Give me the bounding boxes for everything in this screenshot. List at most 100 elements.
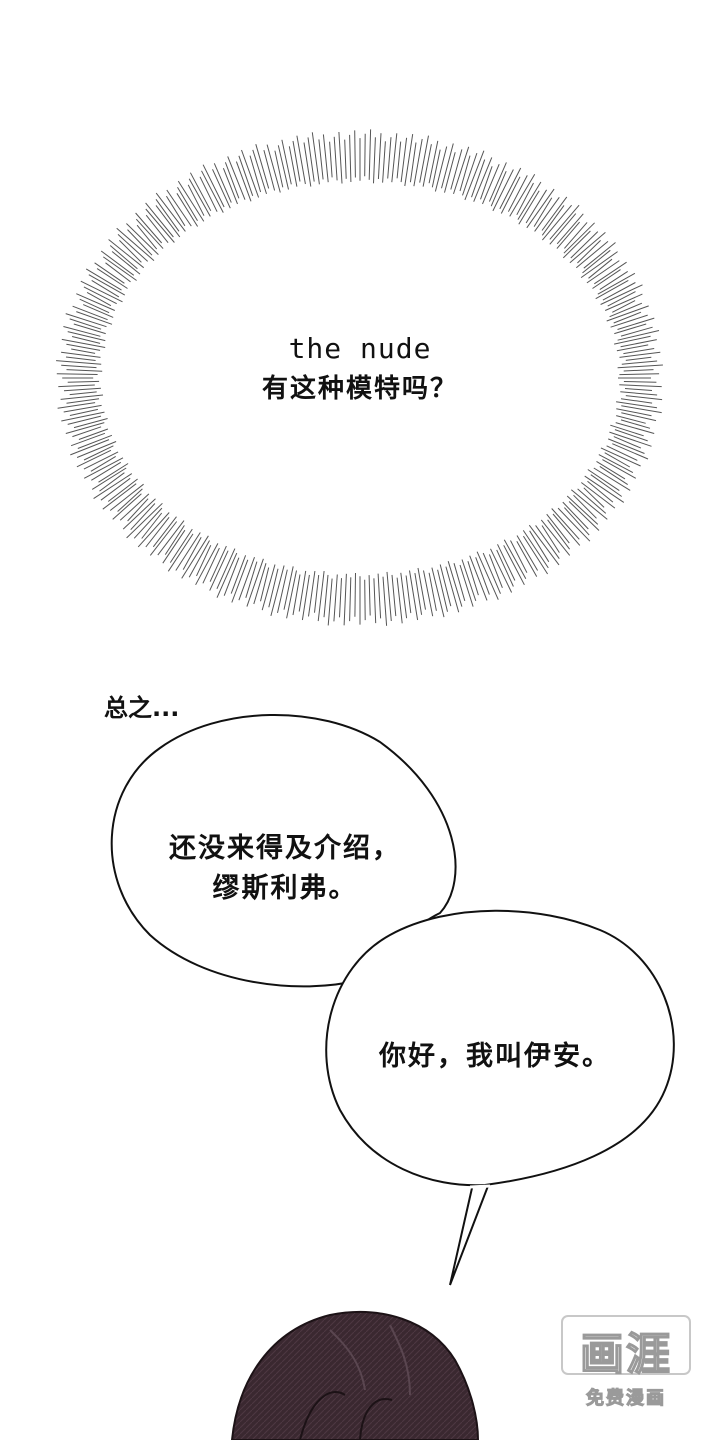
burst-hatch-line (176, 193, 199, 227)
burst-hatch-line (387, 137, 392, 179)
burst-hatch-line (266, 144, 281, 193)
character-head (230, 1311, 480, 1440)
burst-hatch-line (201, 170, 224, 213)
burst-hatch-line (56, 373, 98, 375)
burst-hatch-line (127, 498, 149, 522)
burst-hatch-line (582, 249, 611, 274)
burst-hatch-line (613, 335, 651, 345)
burst-hatch-line (593, 467, 631, 491)
burst-hatch-line (467, 561, 479, 596)
burst-hatch-line (382, 141, 386, 183)
burst-hatch-line (439, 564, 452, 607)
burst-hatch-line (109, 245, 138, 270)
burst-hatch-line (71, 348, 96, 354)
burst-hatch-line (61, 364, 97, 369)
burst-hatch-line (72, 305, 108, 321)
burst-hatch-line (617, 317, 655, 330)
burst-hatch-line (610, 314, 648, 328)
burst-hatch-line (510, 540, 528, 573)
burst-hatch-line (364, 133, 366, 177)
burst-hatch-line (604, 293, 643, 311)
burst-hatch-line (96, 268, 128, 289)
burst-hatch-line (261, 564, 276, 611)
burst-hatch-line (122, 498, 156, 530)
burst-hatch-line (77, 434, 113, 449)
burst-hatch-line (614, 429, 648, 442)
burst-hatch-line (492, 169, 514, 212)
burst-hatch-line (69, 391, 97, 396)
burst-hatch-line (136, 224, 158, 250)
burst-hatch-line (245, 561, 258, 598)
burst-hatch-line (175, 532, 201, 571)
burst-hatch-line (587, 469, 620, 492)
burst-hatch-line (584, 475, 625, 503)
burst-hatch-line (274, 150, 284, 188)
burst-hatch-line (76, 441, 117, 458)
burst-hatch-line (60, 394, 104, 400)
watermark-logo (561, 1315, 691, 1375)
burst-hatch-line (419, 135, 429, 183)
burst-hatch-line (549, 213, 577, 245)
burst-hatch-line (246, 558, 264, 607)
burst-hatch-line (98, 463, 129, 483)
burst-hatch-line (612, 300, 636, 313)
burst-hatch-line (107, 478, 138, 502)
burst-hatch-line (620, 391, 658, 396)
burst-hatch-line (551, 508, 580, 540)
burst-hatch-line (500, 176, 521, 214)
burst-hatch-line (322, 134, 329, 183)
burst-hatch-line (333, 574, 338, 622)
burst-hatch-line (573, 494, 597, 519)
burst-hatch-line (61, 351, 101, 358)
burst-hatch-line (57, 402, 96, 409)
burst-hatch-line (67, 331, 106, 342)
burst-hatch-line (187, 184, 205, 216)
burst-hatch-line (83, 286, 117, 305)
burst-hatch-line (373, 578, 377, 624)
burst-hatch-line (70, 432, 106, 447)
burst-hatch-line (428, 572, 437, 611)
burst-hatch-line (78, 428, 109, 440)
burst-hatch-line (308, 571, 316, 617)
burst-hatch-line (620, 398, 653, 404)
burst-hatch-line (445, 566, 460, 613)
burst-hatch-line (238, 557, 255, 601)
burst-hatch-line (281, 139, 292, 185)
burst-hatch-line (564, 222, 588, 249)
burst-hatch-line (196, 544, 212, 577)
burst-hatch-line (441, 143, 454, 189)
burst-hatch-line (223, 557, 240, 596)
emphasis-burst-bubble (56, 129, 663, 626)
burst-hatch-line (126, 223, 159, 255)
burst-hatch-line (568, 501, 600, 531)
burst-hatch-line (73, 418, 108, 429)
burst-hatch-line (66, 343, 101, 351)
burst-hatch-line (473, 157, 493, 202)
burst-hatch-line (73, 323, 106, 335)
burst-hatch-line (459, 155, 471, 192)
burst-hatch-line (614, 323, 647, 335)
burst-hatch-line (612, 443, 649, 460)
burst-hatch-line (497, 544, 516, 581)
burst-hatch-line (277, 145, 289, 190)
burst-hatch-line (400, 137, 408, 183)
burst-hatch-line (542, 204, 572, 241)
burst-hatch-line (141, 512, 163, 539)
speech-bubble-tail (449, 1185, 489, 1286)
burst-hatch-line (509, 173, 536, 217)
burst-hatch-line (459, 564, 474, 607)
burst-hatch-line (83, 457, 124, 479)
burst-hatch-line (80, 280, 123, 303)
burst-hatch-line (111, 251, 141, 275)
burst-hatch-line (72, 426, 102, 438)
burst-hatch-line (231, 559, 249, 603)
burst-hatch-line (488, 554, 503, 588)
burst-hatch-line (617, 364, 663, 369)
burst-hatch-line (127, 229, 153, 256)
burst-hatch-line (296, 135, 306, 185)
burst-hatch-line (85, 268, 122, 291)
burst-hatch-line (199, 176, 218, 212)
burst-hatch-line (507, 175, 528, 212)
burst-hatch-line (608, 438, 645, 454)
burst-hatch-line (522, 530, 549, 569)
